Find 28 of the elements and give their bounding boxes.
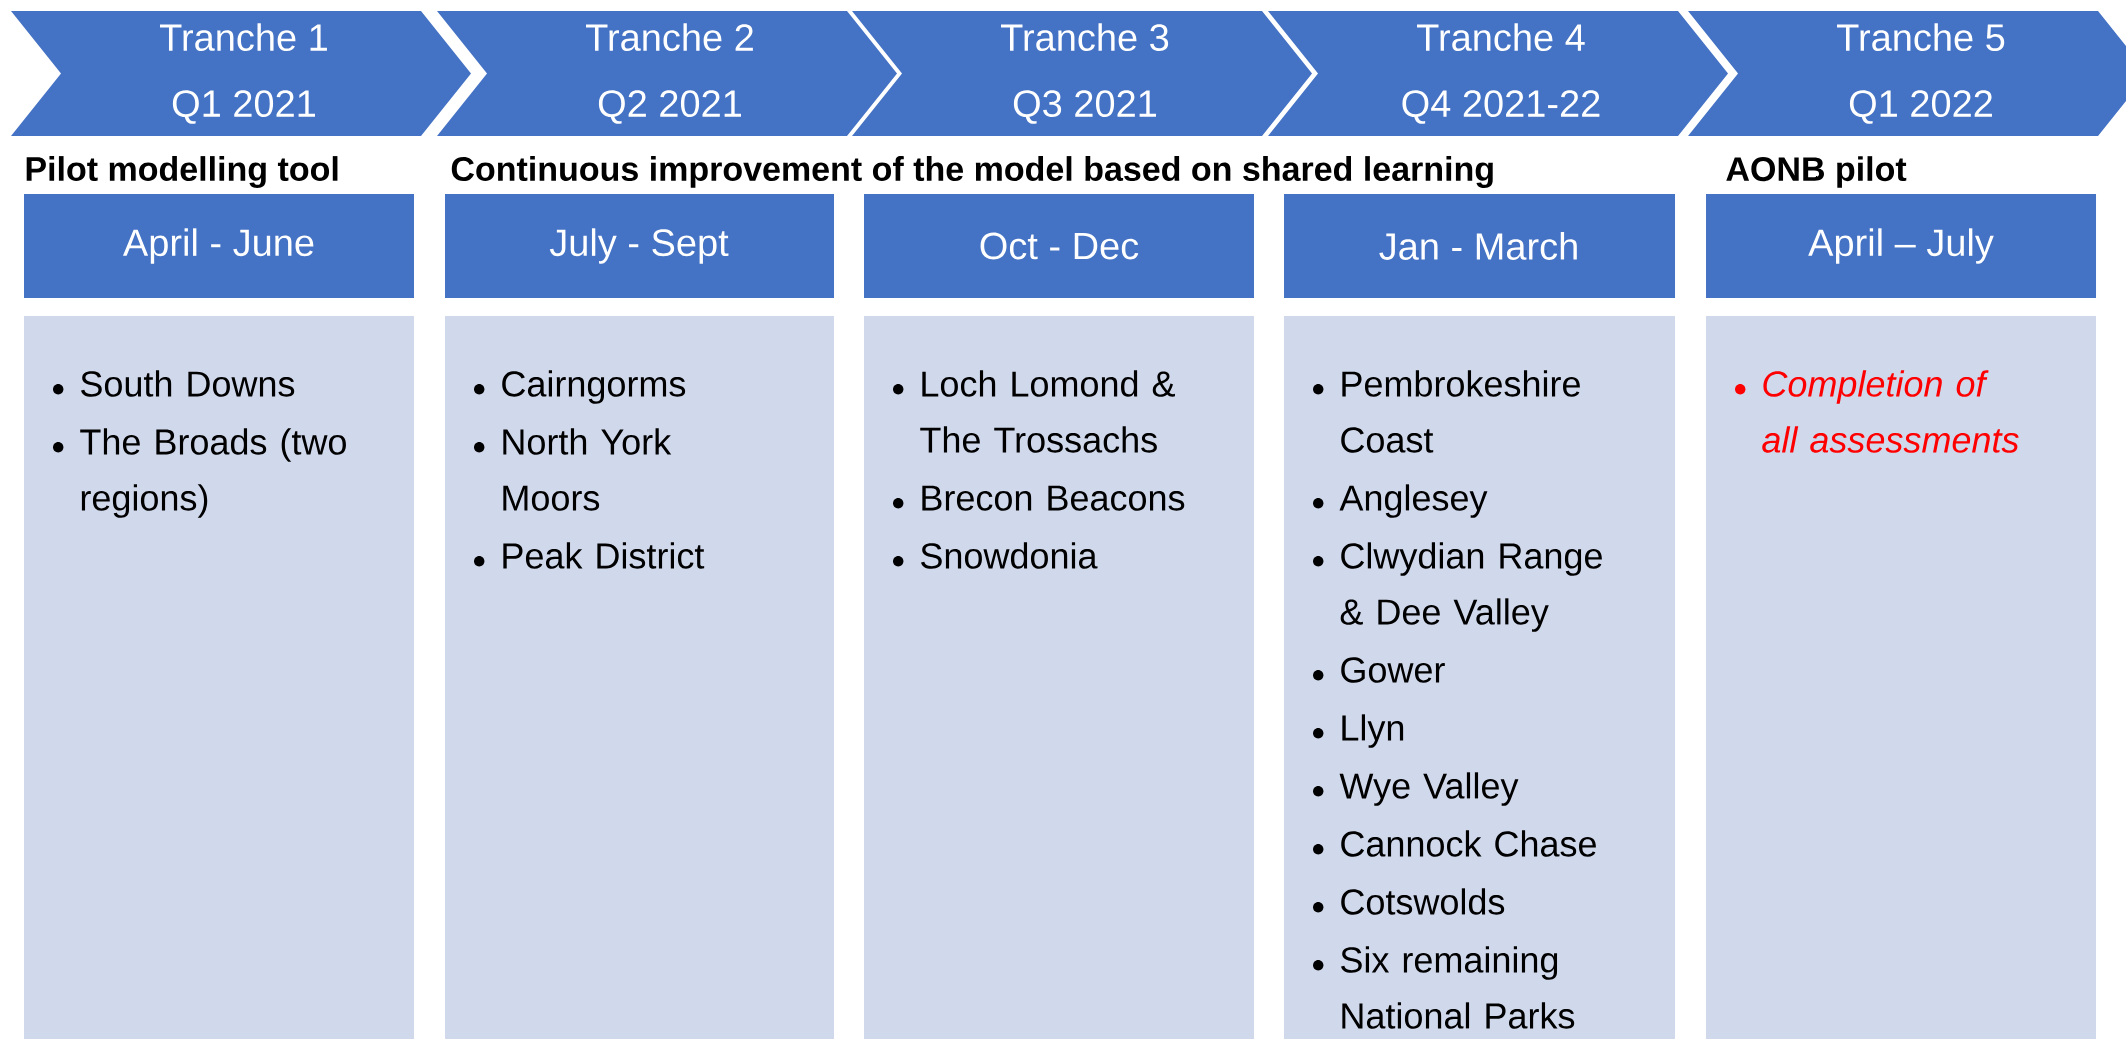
tranche-banner: Tranche 1 Q1 2021 [11,11,471,136]
node-label: Q2 2021 [598,90,741,124]
node-label: Q3 2021 [1013,90,1156,124]
bullet-list-box: Completion of all assessments [1706,316,2096,1039]
bullet-list-box: South Downs The Broads (two regions) [24,316,414,1039]
period-box: April – July [1706,194,2096,298]
node-label: Q4 2021-22 [1402,90,1600,124]
tranche-banner: Tranche 3 Q3 2021 [852,11,1312,136]
node-label: Q1 2021 [172,90,315,124]
bullet-list-box: Loch Lomond & The Trossachs Brecon Beacons Snowdonia [864,316,1254,1039]
node-label: Tranche 5 [1837,23,2005,52]
phase-heading: AONB pilot [1726,156,1907,188]
period-box: Jan - March [1284,194,1675,298]
period-box: Oct - Dec [864,194,1254,298]
node-label: Tranche 3 [1001,23,1169,52]
phase-heading: Continuous improvement of the model based on shared learning [451,156,1493,188]
tranche-banner: Tranche 2 Q2 2021 [437,11,897,136]
tranche-banner: Tranche 4 Q4 2021-22 [1268,11,1728,136]
bullet-list-box: Cairngorms North York Moors Peak District [445,316,834,1039]
tranche-banner: Tranche 5 Q1 2022 [1688,11,2126,136]
node-label: Tranche 4 [1417,23,1585,52]
bullet-list-box: Pembrokeshire Coast Anglesey Clwydian Range & Dee Valley Gower Llyn Wye Valley Cannock Chase Cotswolds Six remaining National Parks [1284,316,1675,1039]
node-label: Q1 2022 [1849,90,1992,124]
node-label: Tranche 1 [160,23,327,52]
phase-heading: Pilot modelling tool [26,156,338,188]
period-box: July - Sept [445,194,834,298]
period-box: April - June [24,194,414,298]
node-label: Tranche 2 [586,23,753,52]
